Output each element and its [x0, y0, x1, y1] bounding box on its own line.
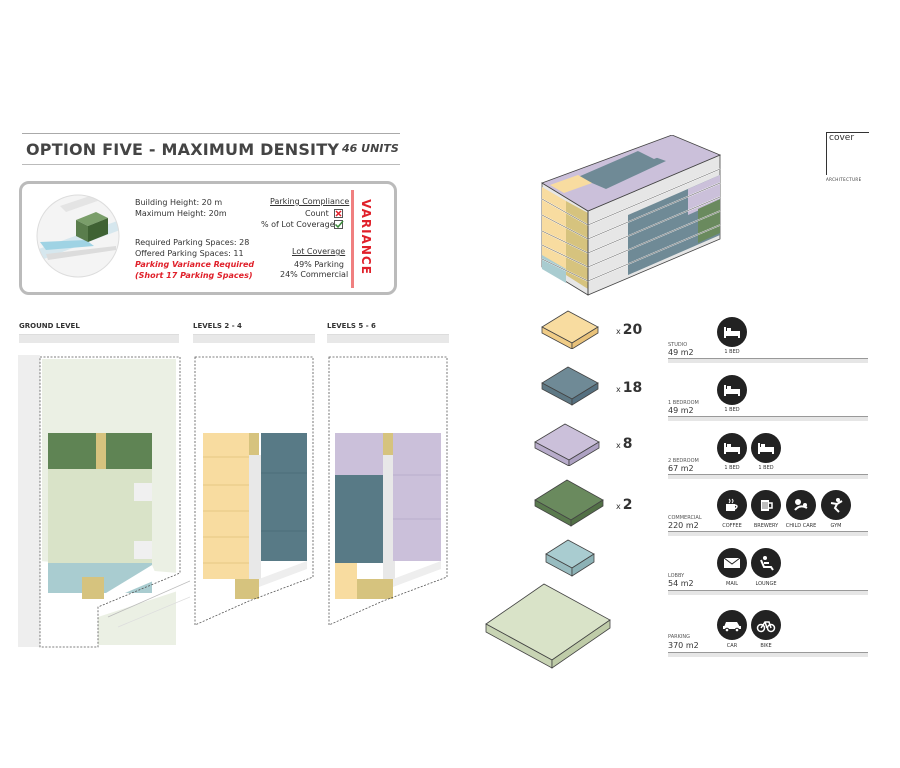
icon-label: MAIL — [726, 581, 738, 587]
info-box: Building Height: 20 m Maximum Height: 20… — [19, 181, 397, 295]
bed-icon — [717, 375, 747, 405]
lobby-area: 54 m2 — [668, 579, 694, 588]
two-bedroom-area: 67 m2 — [668, 464, 694, 473]
commercial-area: 220 m2 — [668, 521, 699, 530]
mail-icon — [717, 548, 747, 578]
lot-coverage-pass-icon — [334, 220, 344, 229]
commercial-percent: 24% Commercial — [280, 270, 349, 279]
one-bedroom-area: 49 m2 — [668, 406, 694, 415]
icon-label: BIKE — [760, 643, 772, 649]
icon-label: 1 BED — [724, 407, 740, 413]
unit-count: 46 UNITS — [342, 142, 399, 155]
count-fail-icon — [334, 209, 343, 218]
levels-5-6-label: LEVELS 5 - 6 — [327, 322, 376, 330]
lobby-label: LOBBY — [668, 573, 685, 579]
required-parking: Required Parking Spaces: 28 — [135, 238, 250, 247]
studio-label: STUDIO — [668, 342, 688, 348]
icon-label: BREWERY — [753, 523, 779, 529]
commercial-block — [534, 479, 604, 527]
top-rule — [22, 133, 400, 134]
commercial-rule — [668, 531, 868, 536]
title-rule — [22, 164, 400, 165]
parking-percent: 49% Parking — [294, 260, 344, 269]
icon-label: CAR — [726, 643, 738, 649]
bike-icon — [751, 610, 781, 640]
bed-icon — [751, 433, 781, 463]
building-height: Building Height: 20 m — [135, 198, 223, 207]
icon-label: LOUNGE — [755, 581, 777, 587]
one-bedroom-block — [541, 366, 599, 406]
lot-coverage-check-label: % of Lot Coverage — [261, 220, 335, 229]
studio-area: 49 m2 — [668, 348, 694, 357]
levels-5-6-plan — [327, 356, 449, 627]
parking-compliance-title: Parking Compliance — [270, 197, 350, 206]
lobby-block — [545, 539, 595, 577]
car-icon — [717, 610, 747, 640]
variance-required: Parking Variance Required — [135, 260, 255, 269]
brand-subtitle: ARCHITECTURE — [826, 177, 862, 182]
ground-level-label: GROUND LEVEL — [19, 322, 80, 330]
studio-rule — [668, 358, 868, 363]
count-label: Count — [305, 209, 329, 218]
levels-2-4-label: LEVELS 2 - 4 — [193, 322, 242, 330]
levels-2-4-plan — [193, 356, 315, 627]
one-bedroom-rule — [668, 416, 868, 421]
isometric-building — [541, 135, 722, 296]
one-bedroom-label: 1 BEDROOM — [668, 400, 699, 406]
parking-label: PARKING — [668, 634, 690, 640]
icon-label: 1 BED — [724, 349, 740, 355]
beer-icon — [751, 490, 781, 520]
site-map-thumbnail — [36, 194, 120, 278]
lounge-icon — [751, 548, 781, 578]
commercial-label: COMMERCIAL — [668, 515, 702, 521]
two-bedroom-block — [534, 423, 600, 466]
short-spaces: (Short 17 Parking Spaces) — [135, 271, 253, 280]
parking-rule — [668, 652, 868, 657]
coffee-icon — [717, 490, 747, 520]
icon-label: 1 BED — [758, 465, 774, 471]
studio-block — [541, 310, 599, 349]
gym-icon — [821, 490, 851, 520]
icon-label: 1 BED — [724, 465, 740, 471]
icon-label: CHILD CARE — [785, 523, 817, 529]
variance-label: VARIANCE — [359, 199, 373, 275]
bed-icon — [717, 433, 747, 463]
two-bedroom-rule — [668, 474, 868, 479]
icon-label: COFFEE — [722, 523, 742, 529]
levels-2-4-rule — [193, 334, 315, 343]
brand-name: cover — [829, 133, 855, 143]
offered-parking: Offered Parking Spaces: 11 — [135, 249, 244, 258]
parking-area: 370 m2 — [668, 641, 699, 650]
parking-block — [485, 583, 611, 669]
maximum-height: Maximum Height: 20m — [135, 209, 227, 218]
page-title: OPTION FIVE - MAXIMUM DENSITY — [26, 140, 340, 159]
ground-level-rule — [19, 334, 179, 343]
variance-flag: VARIANCE — [351, 190, 378, 288]
child-care-icon — [786, 490, 816, 520]
icon-label: GYM — [830, 523, 842, 529]
brand-logo: cover — [826, 132, 869, 175]
two-bedroom-label: 2 BEDROOM — [668, 458, 699, 464]
lot-coverage-title: Lot Coverage — [292, 247, 346, 256]
lobby-rule — [668, 590, 868, 595]
bed-icon — [717, 317, 747, 347]
ground-level-plan — [18, 355, 190, 648]
levels-5-6-rule — [327, 334, 449, 343]
